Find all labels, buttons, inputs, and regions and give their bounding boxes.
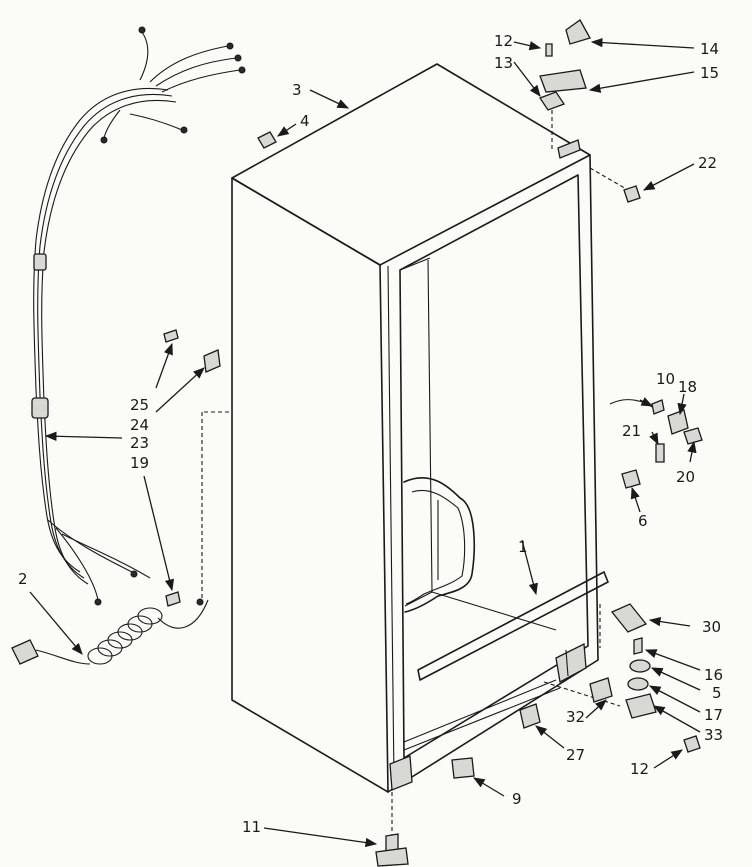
callout-20: 20 xyxy=(676,468,695,486)
small-parts xyxy=(163,19,703,867)
callout-25: 25 xyxy=(130,396,149,414)
callout-33: 33 xyxy=(704,726,723,744)
callout-2: 2 xyxy=(18,570,28,588)
leader-lines xyxy=(29,37,701,848)
callout-16: 16 xyxy=(704,666,723,684)
callout-10: 10 xyxy=(656,370,675,388)
callout-18: 18 xyxy=(678,378,697,396)
callout-9: 9 xyxy=(512,790,522,808)
callout-22: 22 xyxy=(698,154,717,172)
callout-1: 1 xyxy=(518,538,528,556)
callout-11: 11 xyxy=(242,818,261,836)
callout-27: 27 xyxy=(566,746,585,764)
callout-19: 19 xyxy=(130,454,149,472)
callout-labels: 3 4 12 13 14 15 22 25 24 23 19 2 1 10 18… xyxy=(18,32,723,836)
callout-12-bottom: 12 xyxy=(630,760,649,778)
callout-15: 15 xyxy=(700,64,719,82)
callout-14: 14 xyxy=(700,40,719,58)
callout-4: 4 xyxy=(300,112,310,130)
wiring-harness xyxy=(31,26,246,606)
callout-12-top: 12 xyxy=(494,32,513,50)
callout-32: 32 xyxy=(566,708,585,726)
nut-4 xyxy=(257,131,277,149)
callout-5: 5 xyxy=(712,684,722,702)
cabinet xyxy=(201,63,629,838)
callout-3: 3 xyxy=(292,81,302,99)
callout-6: 6 xyxy=(638,512,648,530)
callout-23: 23 xyxy=(130,434,149,452)
callout-30: 30 xyxy=(702,618,721,636)
callout-24: 24 xyxy=(130,416,149,434)
callout-17: 17 xyxy=(704,706,723,724)
callout-13: 13 xyxy=(494,54,513,72)
callout-21: 21 xyxy=(622,422,641,440)
